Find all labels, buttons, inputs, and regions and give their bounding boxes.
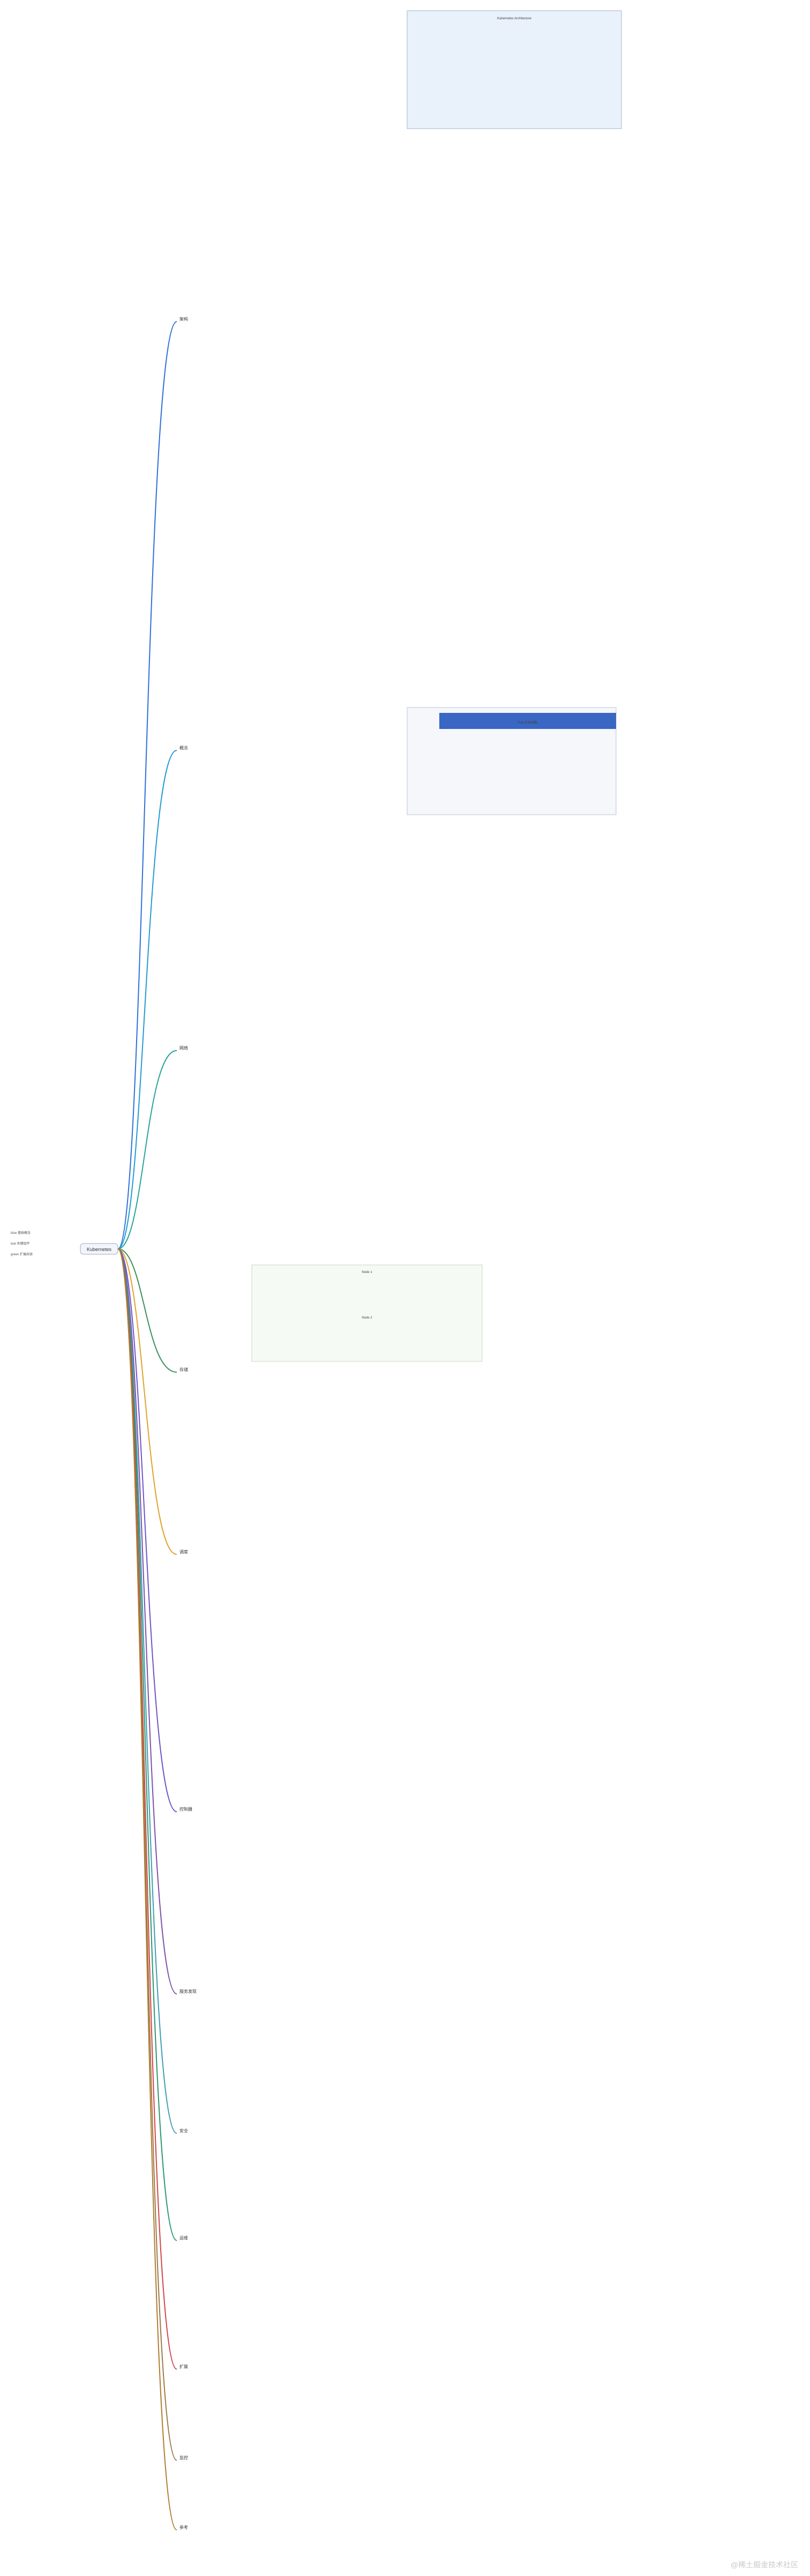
branch-label: 控制器 <box>179 1806 192 1812</box>
branch-connector <box>117 321 177 1249</box>
branch-label: 参考 <box>179 2525 188 2530</box>
node-figure: Node 1 Node 2 <box>251 1264 483 1362</box>
branch-connector <box>117 1248 177 1994</box>
branch-label: 安全 <box>179 2128 188 2133</box>
legend-item: blue 基础概念 <box>11 1231 31 1235</box>
branch-connectors <box>117 321 177 2530</box>
root-label: Kubernetes <box>87 1247 112 1252</box>
legend-item: teal 关键组件 <box>11 1241 29 1246</box>
branch-label: 调度 <box>179 1549 188 1554</box>
branch-label: 网络 <box>179 1045 188 1051</box>
branch-label: 架构 <box>179 316 188 322</box>
branch-label: 扩展 <box>179 2364 188 2369</box>
branch-connector <box>117 1248 177 2241</box>
watermark: @稀土掘金技术社区 <box>731 2560 798 2569</box>
branch-connector <box>117 1248 177 2530</box>
branch-connector <box>117 1248 177 1373</box>
branch-label: 运维 <box>179 2235 188 2240</box>
branch-connector <box>117 1050 177 1249</box>
root-node[interactable]: Kubernetes <box>80 1243 118 1255</box>
figure-title: Node 2 <box>362 1316 372 1320</box>
branch-connector <box>117 1248 177 2461</box>
branch-connector <box>117 750 177 1249</box>
pod-figure: Pod 生命周期 <box>407 707 617 815</box>
branch-label: 服务发现 <box>179 1989 197 1994</box>
branch-connector <box>117 1248 177 2134</box>
branch-label: 监控 <box>179 2455 188 2460</box>
figure-title: Pod 生命周期 <box>518 720 537 725</box>
branch-connector <box>117 1248 177 1555</box>
legend: blue 基础概念 teal 关键组件 green 扩展阅读 <box>11 1231 33 1256</box>
branch-connector <box>117 1248 177 1812</box>
architecture-figure: Kubernetes Architecture <box>407 10 622 129</box>
figure-title: Node 1 <box>362 1271 372 1274</box>
figure-title: Kubernetes Architecture <box>497 17 532 20</box>
branch-labels: 架构 概念 网络 存储 调度 控制器 服务发现 安全 运维 扩展 监控 参考 <box>179 316 197 2530</box>
branch-label: 存储 <box>179 1367 188 1372</box>
legend-item: green 扩展阅读 <box>11 1252 33 1256</box>
branch-label: 概念 <box>179 745 188 750</box>
